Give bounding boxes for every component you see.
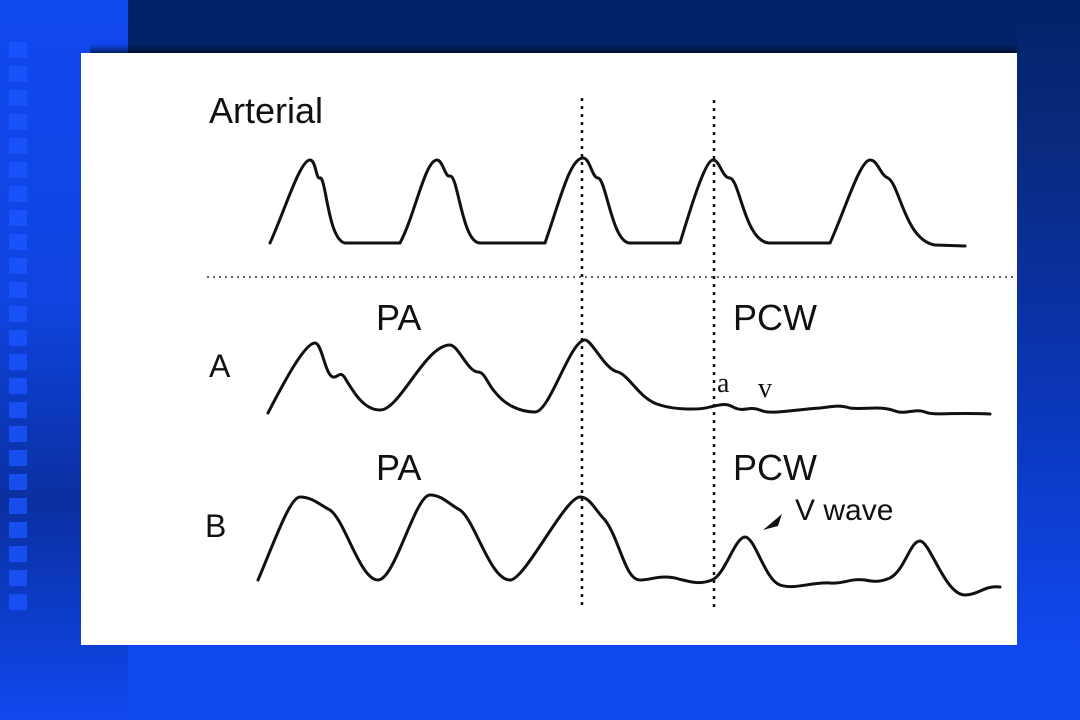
decorative-square xyxy=(9,66,27,82)
arterial-trace xyxy=(268,156,967,248)
decorative-square xyxy=(9,570,27,586)
v-wave-small-label: v xyxy=(758,373,772,404)
pa-label-b: PA xyxy=(376,447,422,488)
decorative-square xyxy=(9,282,27,298)
arrow-icon xyxy=(763,514,782,530)
decorative-square xyxy=(9,498,27,514)
decorative-square xyxy=(9,546,27,562)
decorative-square xyxy=(9,42,27,58)
decorative-square xyxy=(9,186,27,202)
decorative-square xyxy=(9,378,27,394)
decorative-square xyxy=(9,258,27,274)
decorative-square xyxy=(9,426,27,442)
decorative-square xyxy=(9,210,27,226)
pcw-label-b: PCW xyxy=(733,447,817,488)
decorative-square xyxy=(9,450,27,466)
decorative-square xyxy=(9,234,27,250)
decorative-square xyxy=(9,594,27,610)
decorative-square xyxy=(9,354,27,370)
decorative-square xyxy=(9,162,27,178)
decorative-square xyxy=(9,114,27,130)
slide-right-band xyxy=(1017,0,1080,720)
decorative-square xyxy=(9,402,27,418)
arterial-label: Arterial xyxy=(209,90,324,131)
decorative-square xyxy=(9,306,27,322)
a-wave-label: a xyxy=(717,368,730,399)
decorative-square xyxy=(9,474,27,490)
pa-label-a: PA xyxy=(376,297,422,338)
trace-b xyxy=(256,493,1002,597)
waveform-figure xyxy=(81,53,1017,645)
decorative-square xyxy=(9,90,27,106)
pcw-label-a: PCW xyxy=(733,297,817,338)
row-a-label: A xyxy=(209,348,231,384)
decorative-square xyxy=(9,138,27,154)
decorative-square xyxy=(9,522,27,538)
trace-a xyxy=(266,338,992,416)
v-wave-label: V wave xyxy=(795,494,894,527)
decorative-square xyxy=(9,330,27,346)
row-b-label: B xyxy=(205,508,227,544)
